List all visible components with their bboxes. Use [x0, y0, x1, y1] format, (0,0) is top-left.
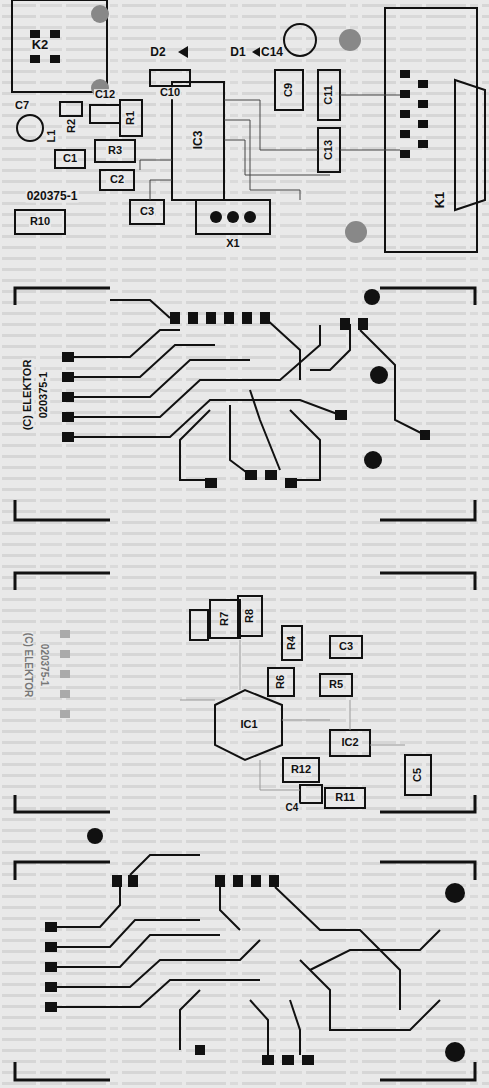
part-ref: C13 [323, 139, 335, 161]
part-ref: C3 [139, 206, 155, 218]
part-ref: R10 [29, 216, 51, 228]
part-ref: D2 [149, 46, 166, 59]
part-ref: R1 [125, 110, 137, 126]
part-ref: C9 [283, 82, 295, 98]
part-ref: C12 [94, 89, 116, 101]
part-ref: C2 [109, 174, 125, 186]
part-ref: C3 [338, 641, 354, 653]
part-ref: R3 [107, 145, 123, 157]
part-ref: R5 [328, 679, 344, 691]
connector-ref: K2 [31, 38, 50, 52]
part-ref: C14 [260, 46, 284, 59]
part-ref: L1 [46, 129, 58, 144]
copyright-mark: (C) ELEKTOR [22, 359, 34, 432]
part-ref: IC3 [192, 130, 205, 151]
part-ref: C5 [412, 767, 424, 783]
part-ref: R8 [244, 608, 256, 624]
part-ref: D1 [229, 46, 246, 59]
part-ref: IC2 [340, 737, 359, 749]
board-number: 020375-1 [39, 643, 50, 687]
part-ref: R2 [66, 118, 78, 134]
part-ref: R11 [334, 792, 356, 804]
part-ref: C10 [159, 87, 181, 99]
part-ref: C1 [62, 153, 78, 165]
part-ref: R4 [286, 635, 298, 651]
part-ref: C11 [323, 84, 335, 106]
copyright-mark: (C) ELEKTOR [23, 632, 34, 698]
connector-ref: K1 [433, 191, 447, 210]
board-number: 020375-1 [26, 190, 79, 203]
part-ref: IC1 [239, 719, 258, 731]
part-ref: C4 [285, 803, 300, 814]
part-ref: R12 [290, 764, 312, 776]
part-ref: X1 [225, 238, 240, 250]
board-number: 020375-1 [38, 371, 50, 420]
part-ref: R7 [219, 611, 231, 627]
part-ref: C7 [14, 100, 30, 112]
part-ref: R6 [275, 674, 287, 690]
